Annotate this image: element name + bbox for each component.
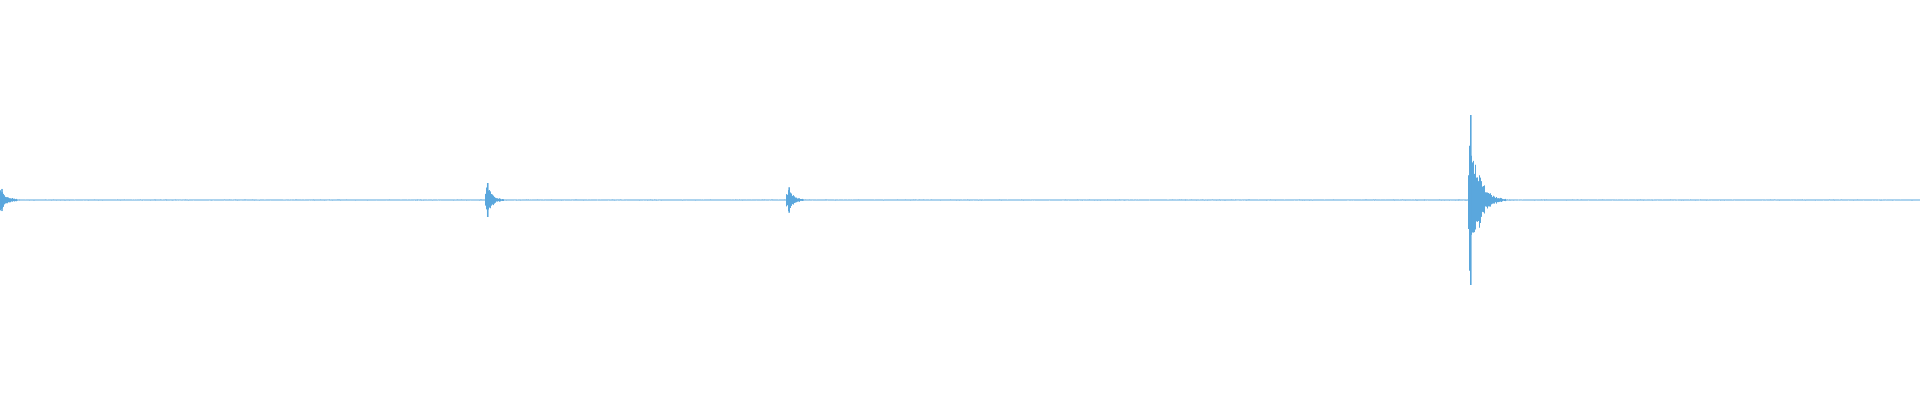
- waveform-samples: [0, 115, 1920, 285]
- waveform-trace: [0, 145, 1920, 271]
